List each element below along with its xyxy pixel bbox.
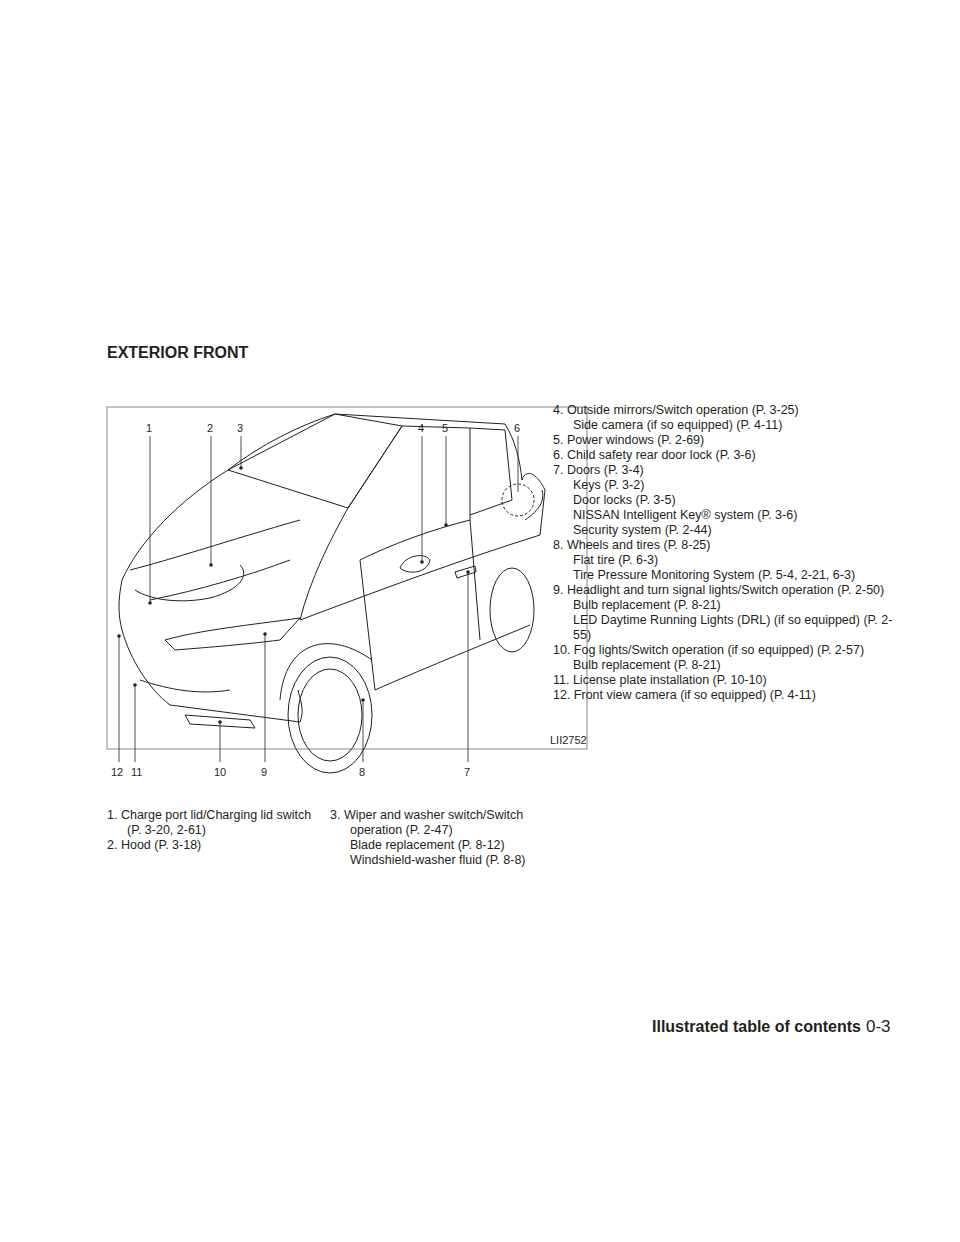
leader-line [422, 436, 423, 562]
callout-number: 2 [207, 422, 213, 434]
leader-dot [444, 523, 448, 527]
footer-title: Illustrated table of contents [652, 1018, 861, 1036]
figure-code: LII2752 [550, 734, 587, 746]
leader-dots [117, 466, 470, 724]
index-subentry: Door locks (P. 3-5) [553, 493, 893, 508]
hood-crease [150, 560, 290, 600]
headlight [165, 618, 300, 650]
index-entry: 2. Hood (P. 3-18) [107, 838, 312, 853]
hood-left-edge [119, 470, 228, 630]
leader-dot [263, 632, 267, 636]
leader-line [135, 685, 136, 762]
callout-number: 6 [514, 422, 520, 434]
callout-number: 4 [418, 422, 424, 434]
front-fascia [122, 630, 302, 722]
leader-line [150, 436, 151, 603]
leader-line [220, 722, 221, 762]
hood-crease [130, 520, 300, 570]
charge-lid [135, 565, 244, 601]
index-entry: 12. Front view camera (if so equipped) (… [553, 688, 893, 703]
callout-number: 3 [237, 422, 243, 434]
index-entry: 11. License plate installation (P. 10-10… [553, 673, 893, 688]
index-entry: 6. Child safety rear door lock (P. 3-6) [553, 448, 893, 463]
index-subentry: Tire Pressure Monitoring System (P. 5-4,… [553, 568, 893, 583]
child-lock-circle [502, 484, 534, 516]
index-subentry: Blade replacement (P. 8-12) [330, 838, 545, 853]
side-mirror [400, 556, 430, 573]
sill-line [375, 625, 530, 690]
callout-number: 5 [442, 422, 448, 434]
leader-line [119, 636, 120, 762]
leader-dot [117, 634, 121, 638]
callout-number: 11 [131, 766, 142, 778]
index-entry: 4. Outside mirrors/Switch operation (P. … [553, 403, 893, 418]
callout-number: 7 [464, 766, 470, 778]
leader-dot [239, 466, 243, 470]
leader-dot [466, 570, 470, 574]
hood-right-edge [300, 508, 348, 620]
index-subentry: Bulb replacement (P. 8-21) [553, 658, 893, 673]
index-subentry: LED Daytime Running Lights (DRL) (if so … [553, 613, 893, 643]
callout-number: 10 [214, 766, 226, 778]
leader-line [468, 572, 469, 762]
front-rim [298, 669, 362, 761]
index-entry: 10. Fog lights/Switch operation (if so e… [553, 643, 893, 658]
rear-window [470, 428, 512, 515]
leader-line [265, 634, 266, 762]
leader-dot [133, 683, 137, 687]
door-line [360, 520, 480, 690]
index-subentry: Keys (P. 3-2) [553, 478, 893, 493]
car-drawing [119, 414, 545, 773]
callout-number: 12 [111, 766, 123, 778]
index-entry: 1. Charge port lid/Charging lid switch (… [107, 808, 312, 838]
leader-dot [361, 698, 365, 702]
windshield [228, 414, 402, 508]
rear-light [525, 490, 543, 520]
index-entry: 3. Wiper and washer switch/Switch operat… [330, 808, 545, 838]
index-subentry: Security system (P. 2-44) [553, 523, 893, 538]
index-entry: 8. Wheels and tires (P. 8-25) [553, 538, 893, 553]
index-subentry: Bulb replacement (P. 8-21) [553, 598, 893, 613]
grille-line [140, 680, 230, 692]
leader-line [211, 436, 212, 565]
index-entry: 7. Doors (P. 3-4) [553, 463, 893, 478]
leader-line [241, 436, 242, 468]
callout-number: 9 [261, 766, 267, 778]
front-window [348, 426, 470, 560]
figure-frame [107, 407, 587, 749]
leader-dot [209, 563, 213, 567]
index-subentry: NISSAN Intelligent Key® system (P. 3-6) [553, 508, 893, 523]
wheel-arch [280, 644, 372, 700]
leader-line [363, 700, 364, 762]
callout-number: 8 [359, 766, 365, 778]
text-column: 1. Charge port lid/Charging lid switch (… [107, 808, 312, 853]
index-subentry: Flat tire (P. 6-3) [553, 553, 893, 568]
leader-dot [148, 601, 152, 605]
leader-lines [119, 436, 518, 762]
leader-line [446, 436, 447, 525]
section-title: EXTERIOR FRONT [107, 344, 248, 362]
front-wheel [288, 657, 372, 773]
leader-dot [420, 560, 424, 564]
text-column: 3. Wiper and washer switch/Switch operat… [330, 808, 545, 868]
index-subentry: Windshield-washer fluid (P. 8-8) [330, 853, 545, 868]
index-subentry: Side camera (if so equipped) (P. 4-11) [553, 418, 893, 433]
callout-number: 1 [146, 422, 152, 434]
body-side [300, 473, 545, 620]
page-number: 0-3 [866, 1017, 891, 1037]
index-entry: 9. Headlight and turn signal lights/Swit… [553, 583, 893, 598]
text-column: 4. Outside mirrors/Switch operation (P. … [553, 403, 893, 703]
index-entry: 5. Power windows (P. 2-69) [553, 433, 893, 448]
leader-dot [218, 720, 222, 724]
door-handle [455, 566, 476, 578]
rear-wheel [490, 568, 534, 652]
